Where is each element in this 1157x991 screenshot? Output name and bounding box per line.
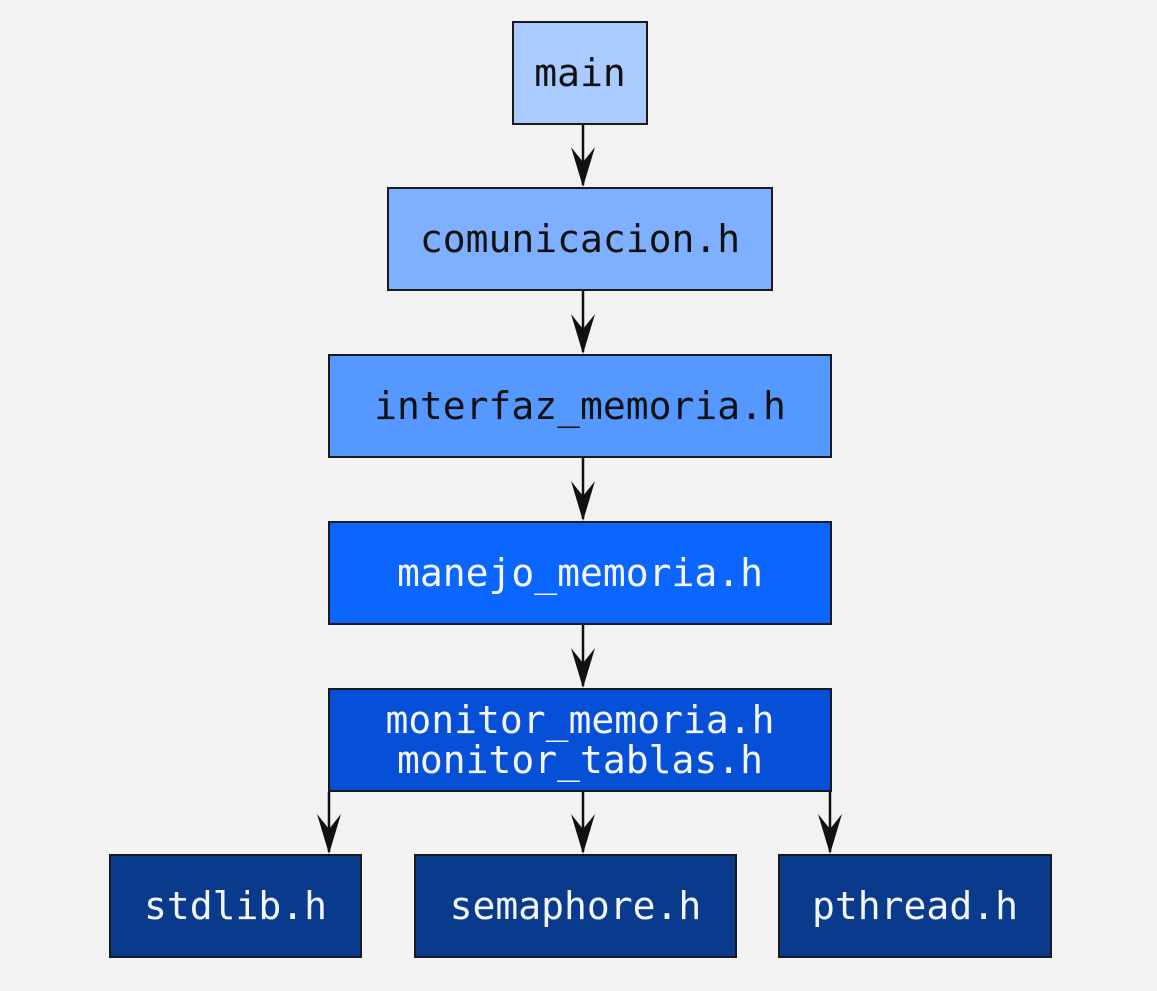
node-stdlib: stdlib.h: [109, 854, 362, 958]
node-comunicacion-label: comunicacion.h: [419, 217, 741, 261]
node-manejo-memoria-label: manejo_memoria.h: [396, 551, 764, 595]
node-monitor-label-line2: monitor_tablas.h: [396, 738, 764, 782]
node-pthread-label: pthread.h: [812, 884, 1018, 928]
node-monitor: monitor_memoria.h monitor_tablas.h: [328, 688, 832, 792]
edge-manejo-to-monitor: [571, 625, 595, 688]
edge-main-to-comunicacion: [571, 125, 595, 187]
edge-monitor-to-semaphore: [571, 792, 595, 854]
edge-monitor-to-stdlib: [317, 792, 341, 854]
node-manejo-memoria: manejo_memoria.h: [328, 521, 832, 625]
edge-interfaz-to-manejo: [571, 458, 595, 521]
edge-comunicacion-to-interfaz: [571, 291, 595, 354]
node-monitor-label-line1: monitor_memoria.h: [385, 698, 775, 742]
node-main-label: main: [534, 51, 626, 95]
node-stdlib-label: stdlib.h: [143, 884, 328, 928]
node-interfaz-memoria-label: interfaz_memoria.h: [374, 384, 786, 428]
node-main: main: [512, 21, 648, 125]
node-semaphore-label: semaphore.h: [449, 884, 702, 928]
node-comunicacion: comunicacion.h: [387, 187, 773, 291]
edge-monitor-to-pthread: [818, 792, 842, 854]
node-interfaz-memoria: interfaz_memoria.h: [328, 354, 832, 458]
node-semaphore: semaphore.h: [414, 854, 737, 958]
node-pthread: pthread.h: [778, 854, 1052, 958]
